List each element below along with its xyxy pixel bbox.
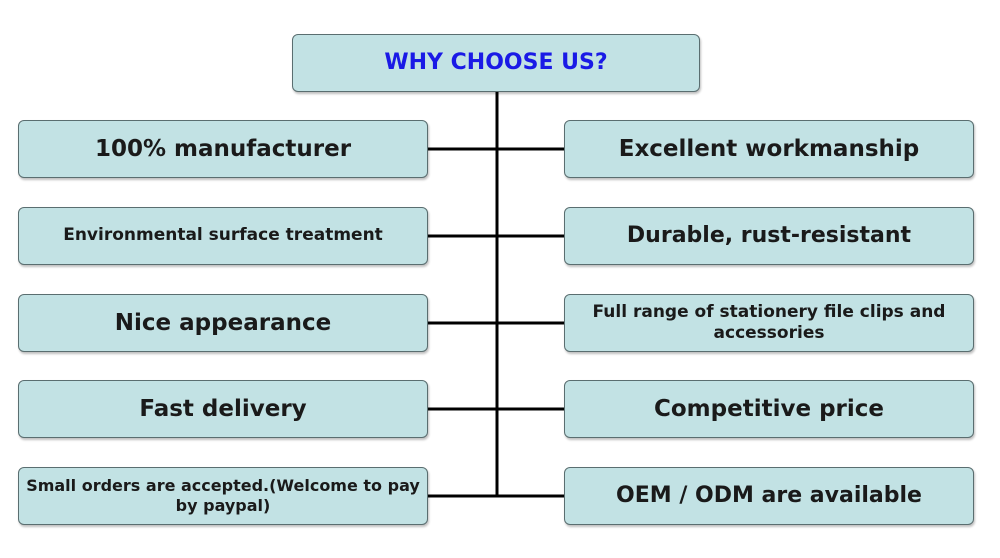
right-box-4-text: Competitive price: [654, 395, 884, 422]
right-box-5: OEM / ODM are available: [564, 467, 974, 525]
left-box-3-text: Nice appearance: [114, 309, 332, 336]
right-box-4: Competitive price: [564, 380, 974, 438]
left-box-5-text: Small orders are accepted.(Welcome to pa…: [26, 476, 420, 515]
title-text: WHY CHOOSE US?: [384, 50, 608, 76]
left-box-4: Fast delivery: [18, 380, 428, 438]
left-box-2-text: Environmental surface treatment: [63, 225, 383, 246]
right-box-1-text: Excellent workmanship: [618, 135, 920, 162]
right-box-3: Full range of stationery file clips and …: [564, 294, 974, 352]
left-box-3: Nice appearance: [18, 294, 428, 352]
title-box: WHY CHOOSE US?: [292, 34, 700, 92]
left-box-2: Environmental surface treatment: [18, 207, 428, 265]
left-box-1: 100% manufacturer: [18, 120, 428, 178]
right-box-2-text: Durable, rust-resistant: [626, 223, 912, 249]
right-box-5-text: OEM / ODM are available: [616, 483, 922, 509]
right-box-2: Durable, rust-resistant: [564, 207, 974, 265]
left-box-4-text: Fast delivery: [139, 395, 307, 422]
right-box-3-text: Full range of stationery file clips and …: [592, 301, 946, 343]
left-box-5: Small orders are accepted.(Welcome to pa…: [18, 467, 428, 525]
right-box-1: Excellent workmanship: [564, 120, 974, 178]
left-box-1-text: 100% manufacturer: [94, 135, 352, 162]
